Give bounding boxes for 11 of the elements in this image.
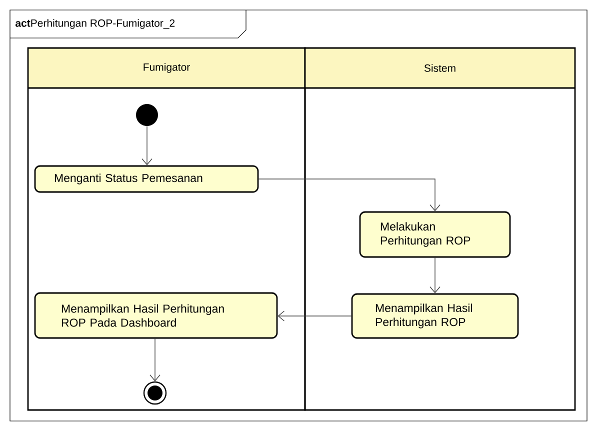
arrow (150, 338, 160, 382)
arrow (258, 178, 440, 212)
action-box: Melakukan Perhitungan ROP (359, 211, 511, 258)
end-node (143, 381, 167, 405)
start-node (136, 104, 158, 126)
arrow (430, 257, 440, 294)
action-box: Menampilkan Hasil Perhitungan ROP (351, 293, 519, 339)
arrow (142, 126, 152, 166)
action-box: Menganti Status Pemesanan (34, 165, 259, 193)
arrow (278, 310, 352, 322)
action-box: Menampilkan Hasil Perhitungan ROP Pada Dashboard (34, 292, 278, 339)
